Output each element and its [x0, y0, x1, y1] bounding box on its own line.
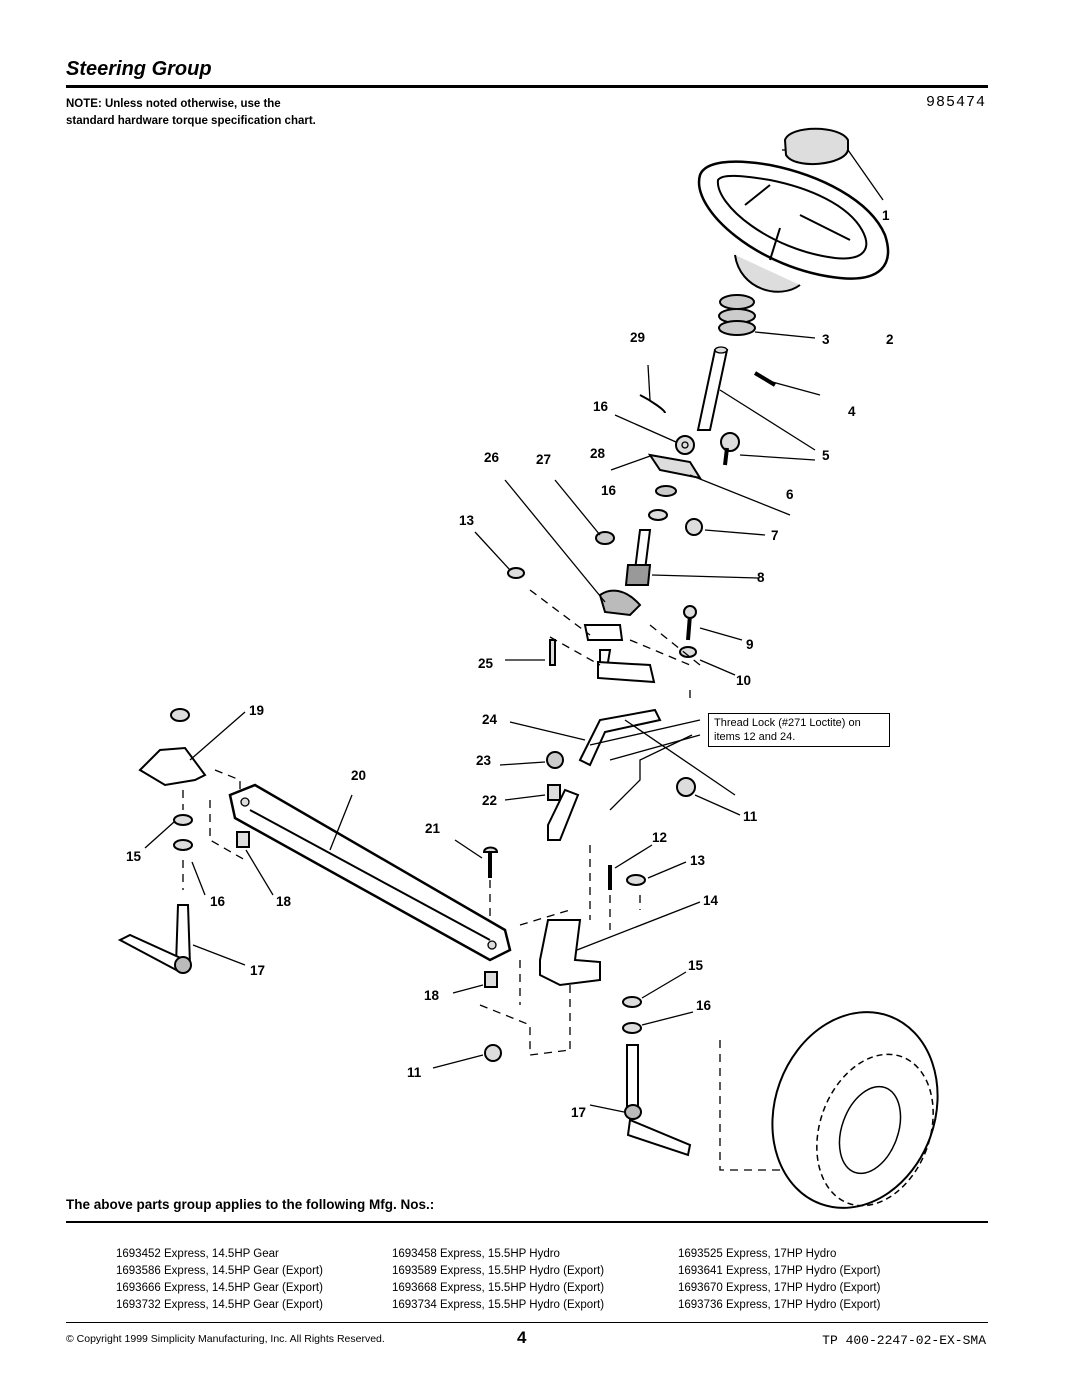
label-17b: 17 — [571, 1105, 587, 1120]
label-13: 13 — [459, 513, 475, 528]
label-11: 11 — [743, 809, 758, 824]
label-10: 10 — [736, 673, 752, 688]
applies-rule — [66, 1221, 988, 1223]
diagram-ref-number: 985474 — [925, 94, 986, 111]
label-2: 2 — [886, 332, 894, 347]
label-6: 6 — [786, 487, 794, 502]
page-number: 4 — [517, 1328, 527, 1347]
tie-rod-drawing — [228, 783, 512, 962]
label-15: 15 — [126, 849, 142, 864]
label-25: 25 — [478, 656, 494, 671]
pinion-drawing — [624, 529, 759, 586]
model-description: Express, 14.5HP Gear (Export) — [164, 1265, 323, 1277]
label-8: 8 — [757, 570, 765, 585]
mfg-number: 1693586 — [116, 1265, 161, 1277]
label-14: 14 — [703, 893, 719, 908]
model-description: Express, 15.5HP Hydro (Export) — [440, 1265, 605, 1277]
label-1: 1 — [882, 208, 890, 223]
label-16: 16 — [593, 399, 609, 414]
mfg-number: 1693525 — [678, 1248, 723, 1260]
title-rule — [66, 85, 988, 88]
model-description: Express, 14.5HP Gear (Export) — [164, 1282, 323, 1294]
label-17: 17 — [250, 963, 266, 978]
right-spindle-drawing — [589, 1044, 692, 1157]
label-24: 24 — [482, 712, 498, 727]
mfg-number: 1693734 — [392, 1299, 437, 1311]
label-3: 3 — [822, 332, 830, 347]
label-15b: 15 — [688, 958, 704, 973]
thread-lock-callout: Thread Lock (#271 Loctite) on items 12 a… — [708, 713, 890, 747]
mfg-number: 1693670 — [678, 1282, 723, 1294]
model-description: Express, 17HP Hydro (Export) — [726, 1282, 881, 1294]
mfg-number: 1693666 — [116, 1282, 161, 1294]
label-16c: 16 — [210, 894, 226, 909]
label-26: 26 — [484, 450, 500, 465]
label-5: 5 — [822, 448, 830, 463]
label-20: 20 — [351, 768, 367, 783]
steering-adapter-drawing — [718, 294, 816, 339]
model-description: Express, 17HP Hydro (Export) — [726, 1299, 881, 1311]
model-description: Express, 17HP Hydro (Export) — [726, 1265, 881, 1277]
left-spindle-drawing — [117, 904, 246, 974]
mfg-number: 1693452 — [116, 1248, 161, 1260]
model-description: Express, 15.5HP Hydro — [440, 1248, 560, 1260]
mfg-number: 1693458 — [392, 1248, 437, 1260]
model-description: Express, 15.5HP Hydro (Export) — [440, 1282, 605, 1294]
mfg-number: 1693668 — [392, 1282, 437, 1294]
label-7: 7 — [771, 528, 779, 543]
mfg-number: 1693589 — [392, 1265, 437, 1277]
front-tire-drawing — [771, 1011, 939, 1209]
steering-shaft-drawing — [639, 346, 821, 451]
torque-note: NOTE: Unless noted otherwise, use the st… — [66, 98, 316, 127]
model-description: Express, 17HP Hydro — [726, 1248, 837, 1260]
mfg-number: 1693736 — [678, 1299, 723, 1311]
label-18: 18 — [276, 894, 292, 909]
applies-heading: The above parts group applies to the fol… — [66, 1197, 435, 1212]
label-19: 19 — [249, 703, 265, 718]
footer-rule — [66, 1322, 988, 1323]
label-27: 27 — [536, 452, 552, 467]
label-29: 29 — [630, 330, 646, 345]
label-16b: 16 — [601, 483, 617, 498]
page-title: Steering Group — [66, 58, 212, 80]
steering-wheel-drawing — [697, 127, 890, 293]
label-18b: 18 — [424, 988, 440, 1003]
model-description: Express, 14.5HP Gear — [164, 1248, 279, 1260]
label-9: 9 — [746, 637, 754, 652]
copyright: © Copyright 1999 Simplicity Manufacturin… — [66, 1333, 385, 1345]
label-12: 12 — [652, 830, 668, 845]
model-description: Express, 14.5HP Gear (Export) — [164, 1299, 323, 1311]
mfg-number: 1693641 — [678, 1265, 723, 1277]
label-13b: 13 — [690, 853, 706, 868]
label-28: 28 — [590, 446, 606, 461]
label-4: 4 — [848, 404, 856, 419]
label-22: 22 — [482, 793, 498, 808]
label-11b: 11 — [407, 1065, 422, 1080]
label-21: 21 — [425, 821, 441, 836]
doc-code: TP 400-2247-02-EX-SMA — [822, 1333, 986, 1348]
label-23: 23 — [476, 753, 492, 768]
label-16d: 16 — [696, 998, 712, 1013]
model-description: Express, 15.5HP Hydro (Export) — [440, 1299, 605, 1311]
mfg-number: 1693732 — [116, 1299, 161, 1311]
